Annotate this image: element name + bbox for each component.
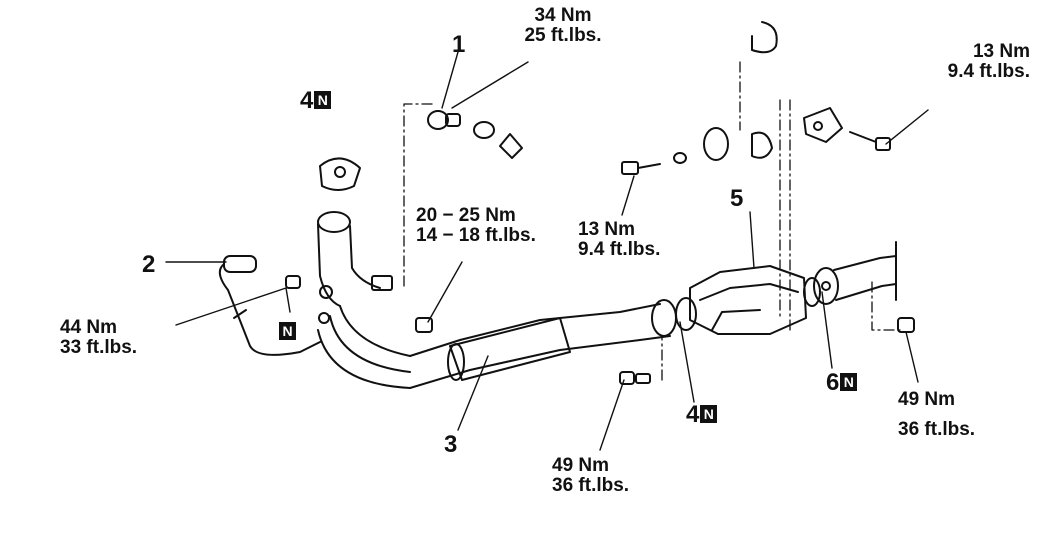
torque-label-center-flange: 49 Nm 36 ft.lbs. — [552, 455, 630, 496]
torque-label-hanger-middle: 13 Nm 9.4 ft.lbs. — [578, 219, 661, 260]
part-number-3: 3 — [444, 431, 458, 458]
nut-left — [285, 275, 301, 289]
gasket-top — [319, 157, 361, 191]
leader-lines — [165, 51, 929, 451]
bracket-right — [803, 107, 891, 151]
oxygen-sensor — [427, 110, 523, 159]
hanger-assembly — [621, 21, 778, 175]
torque-label-manifold-nut: 44 Nm 33 ft.lbs. — [60, 317, 138, 358]
gasket-middle — [651, 297, 697, 337]
part-number-1: 1 — [452, 31, 466, 58]
rear-flange — [803, 267, 839, 307]
new-part-badge: N — [314, 91, 332, 109]
alignment-lines — [403, 61, 905, 381]
torque-label-rear-flange: 49 Nm 36 ft.lbs. — [898, 389, 976, 440]
part-number-2: 2 — [142, 251, 156, 278]
main-pipe — [409, 303, 671, 389]
center-bolt — [619, 371, 651, 385]
rear-pipe — [833, 241, 897, 301]
new-part-badge: N — [700, 405, 718, 423]
torque-label-hanger-right: 13 Nm 9.4 ft.lbs. — [947, 41, 1030, 82]
new-part-badge-left: N — [279, 322, 296, 340]
catalytic-converter — [689, 265, 807, 335]
torque-label-flange-front: 20 − 25 Nm 14 − 18 ft.lbs. — [416, 205, 536, 246]
part-number-5: 5 — [730, 185, 744, 212]
sensor-harness — [218, 255, 321, 356]
torque-label-sensor: 34 Nm 25 ft.lbs. — [524, 5, 602, 46]
new-part-badge: N — [840, 373, 858, 391]
front-pipe-manifold — [317, 211, 411, 389]
flange-nut — [415, 317, 433, 333]
rear-bolt — [897, 317, 915, 333]
